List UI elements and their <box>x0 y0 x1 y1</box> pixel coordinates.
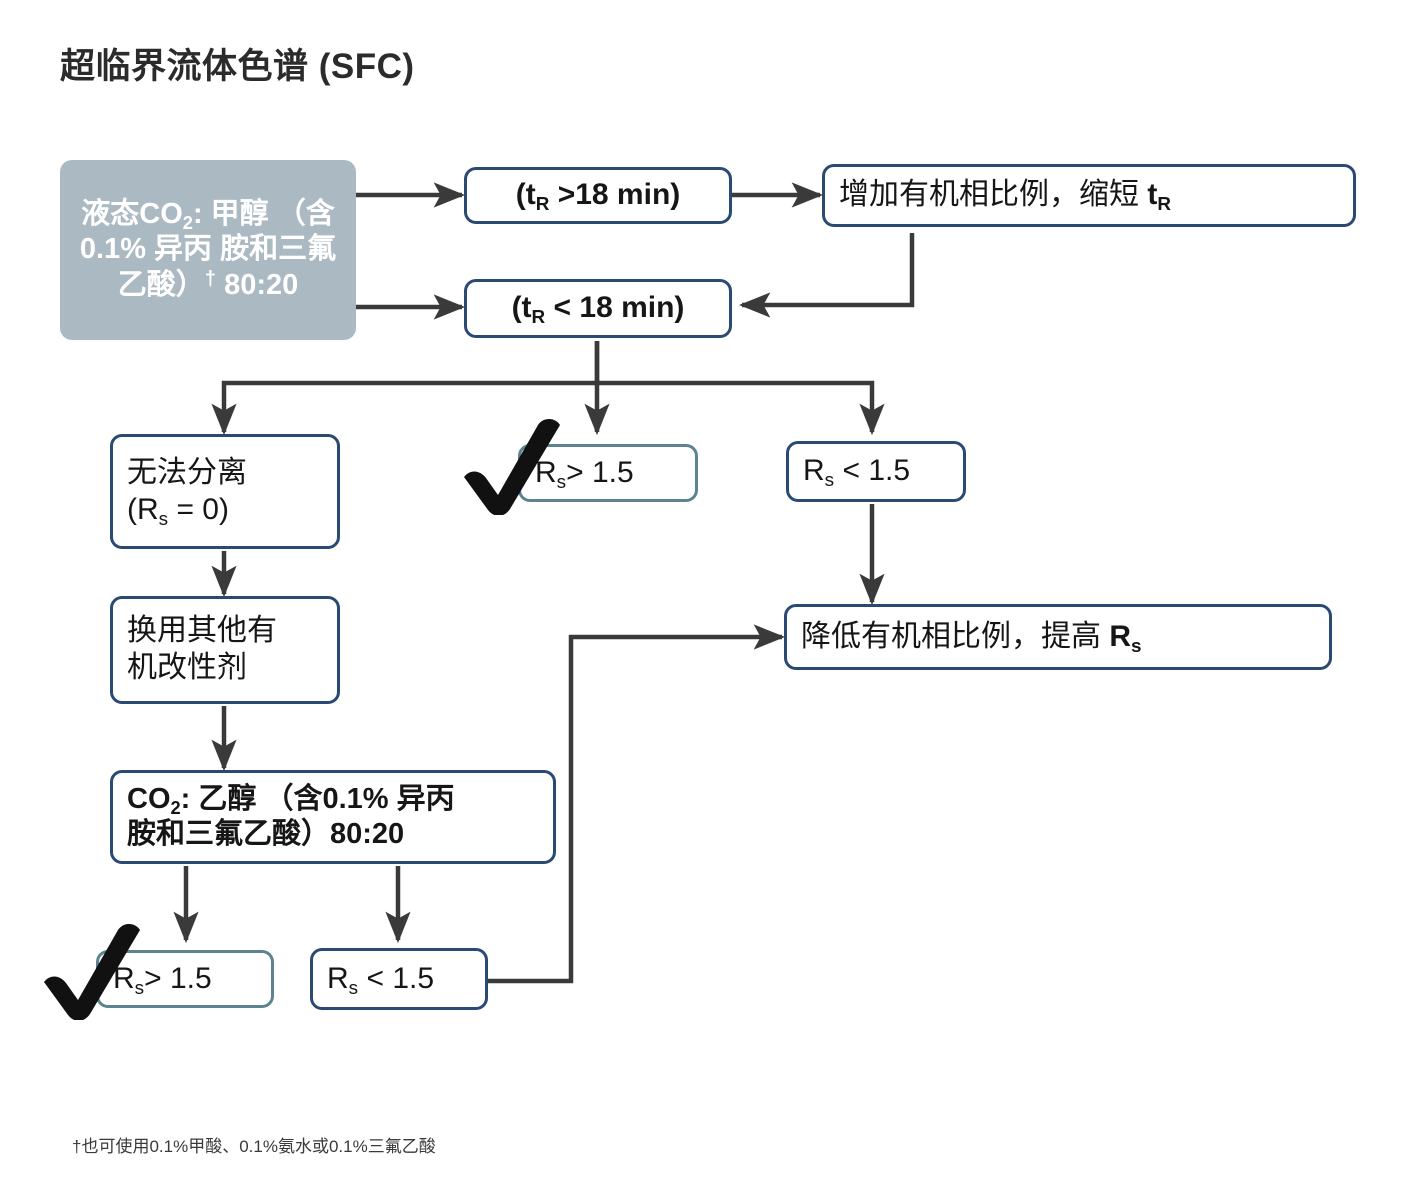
resolution-greater-bottom-label: Rs> 1.5 <box>113 961 212 999</box>
node-retention-time-low[interactable]: (tR < 18 min) <box>464 279 732 338</box>
node-decrease-organic-phase[interactable]: 降低有机相比例，提高 Rs <box>784 604 1332 670</box>
switch-modifier-line-1: 换用其他有 <box>127 614 277 648</box>
footnote-text: †也可使用0.1%甲酸、0.1%氨水或0.1%三氟乙酸 <box>72 1137 436 1156</box>
node-resolution-greater-top[interactable]: Rs> 1.5 <box>518 444 698 502</box>
start-line-2: （含 0.1% 异丙 <box>79 197 335 266</box>
retention-time-high-label: (tR >18 min) <box>515 178 681 216</box>
node-resolution-less-top[interactable]: Rs < 1.5 <box>786 441 966 502</box>
no-separation-line-1: 无法分离 <box>127 455 247 489</box>
retention-time-low-label: (tR < 18 min) <box>511 291 685 329</box>
node-co2-ethanol[interactable]: CO2: 乙醇 （含0.1% 异丙 胺和三氟乙酸）80:20 <box>110 770 556 864</box>
node-no-separation[interactable]: 无法分离 (Rs = 0) <box>110 434 340 549</box>
co2-ethanol-line-2: 胺和三氟乙酸）80:20 <box>127 818 405 850</box>
node-start-mobile-phase[interactable]: 液态CO2: 甲醇 （含 0.1% 异丙 胺和三氟乙酸）† 80:20 <box>60 160 356 340</box>
node-switch-modifier[interactable]: 换用其他有 机改性剂 <box>110 596 340 704</box>
page-title: 超临界流体色谱 (SFC) <box>60 47 415 86</box>
start-line-4: 80:20 <box>224 268 299 301</box>
resolution-greater-top-label: Rs> 1.5 <box>535 455 634 493</box>
node-retention-time-high[interactable]: (tR >18 min) <box>464 167 732 224</box>
increase-organic-phase-label: 增加有机相比例，缩短 tR <box>839 178 1171 216</box>
node-resolution-less-bottom[interactable]: Rs < 1.5 <box>310 948 488 1010</box>
resolution-less-top-label: Rs < 1.5 <box>803 454 911 492</box>
start-line-3: 胺和三氟乙酸）† <box>117 233 337 301</box>
switch-modifier-line-2: 机改性剂 <box>127 651 247 684</box>
decrease-organic-phase-label: 降低有机相比例，提高 Rs <box>801 619 1142 657</box>
resolution-less-bottom-label: Rs < 1.5 <box>327 961 435 999</box>
node-resolution-greater-bottom[interactable]: Rs> 1.5 <box>96 950 274 1008</box>
node-increase-organic-phase[interactable]: 增加有机相比例，缩短 tR <box>822 164 1356 227</box>
start-line-1: 液态CO2: 甲醇 <box>81 197 269 233</box>
co2-ethanol-line-1: CO2: 乙醇 （含0.1% 异丙 <box>127 782 455 818</box>
no-separation-line-2: (Rs = 0) <box>127 492 229 530</box>
